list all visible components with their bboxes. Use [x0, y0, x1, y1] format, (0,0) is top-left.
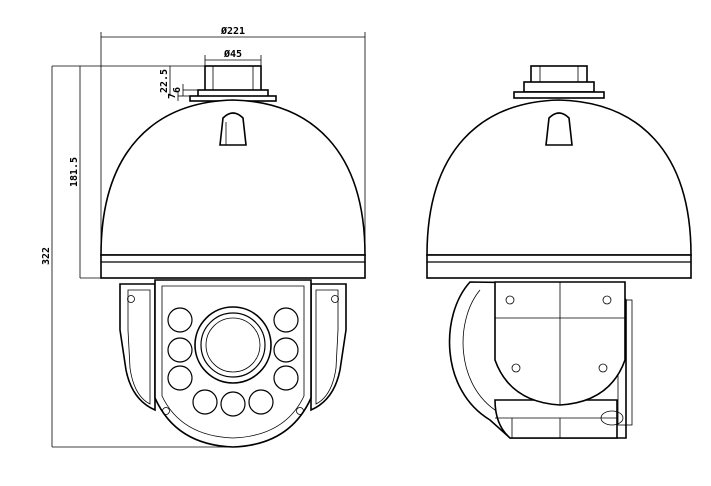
right-arm: [310, 283, 347, 412]
side-dome-band: [426, 254, 692, 279]
side-clip: [545, 112, 573, 146]
dim-overall-diameter: Ø221: [220, 25, 245, 37]
front-view: Ø221 Ø45 22.5 6 7 181.5 322: [41, 25, 366, 448]
dim-dome-height: 181.5: [69, 157, 80, 187]
side-dome: [426, 99, 692, 256]
dim-flange-a: 6: [172, 87, 183, 93]
ir-leds: [167, 307, 299, 417]
front-dome: [100, 99, 366, 256]
left-arm: [119, 283, 156, 412]
dimension-lines: [51, 32, 366, 448]
front-clip: [219, 112, 247, 146]
front-dome-band: [100, 254, 366, 279]
dim-mount-diameter: Ø45: [223, 48, 242, 60]
dim-total-height: 322: [41, 247, 52, 265]
lens: [194, 306, 272, 384]
dim-mount-height: 22.5: [159, 69, 170, 93]
dim-flange-b: 7: [167, 93, 178, 99]
side-view: [426, 65, 692, 439]
